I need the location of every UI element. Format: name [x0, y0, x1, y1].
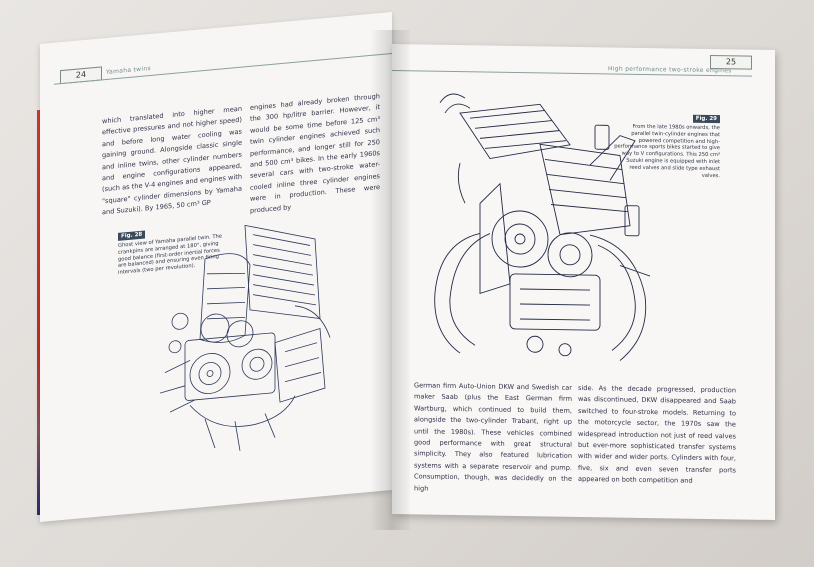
- right-page-number: 25: [710, 54, 752, 70]
- cutaway-engine-drawing-icon: [145, 206, 345, 464]
- right-column-2: side. As the decade progressed, producti…: [578, 383, 736, 485]
- left-page: 24 Yamaha twins which translated into hi…: [40, 11, 392, 523]
- book-edge-stripe: [37, 110, 41, 515]
- left-running-head: Yamaha twins: [106, 64, 151, 76]
- left-header-rule: [54, 52, 392, 85]
- v-twin-engine-drawing-icon: [420, 82, 660, 386]
- right-page: High performance two-stroke engines 25 F…: [392, 44, 775, 521]
- left-header: 24 Yamaha twins: [54, 41, 392, 85]
- left-column-2: engines had already broken through the 3…: [250, 92, 380, 215]
- fig-29-tag: Fig. 29: [692, 114, 720, 124]
- right-column-1: German firm Auto-Union DKW and Swedish c…: [414, 381, 572, 493]
- fig-28-tag: Fig. 28: [118, 230, 146, 241]
- left-column-1: which translated into higher mean effect…: [102, 104, 242, 217]
